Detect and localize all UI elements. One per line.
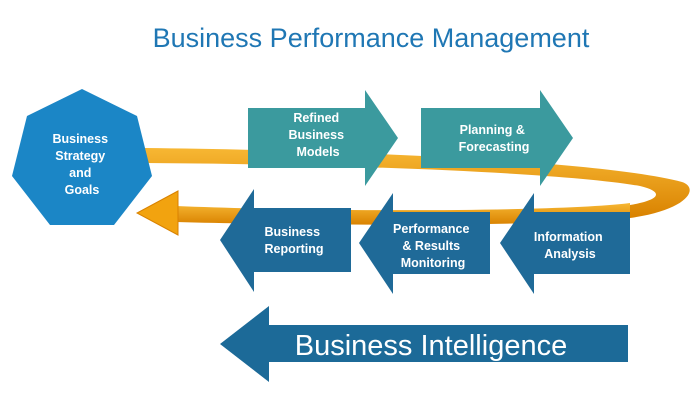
node-business-strategy: Business Strategy and Goals <box>12 89 152 225</box>
strategy-line: Business <box>52 132 108 146</box>
planning-line: Forecasting <box>459 140 530 154</box>
refined-line: Models <box>296 145 339 159</box>
strategy-line: Goals <box>65 183 100 197</box>
svg-text:Business Reporting: Business Reporting <box>264 225 323 256</box>
information-arrow <box>500 193 630 294</box>
planning-line: Planning & <box>460 123 525 137</box>
diagram-title: Business Performance Management <box>153 23 590 53</box>
svg-text:Business Strategy: Business Strategy and Goals <box>52 132 111 197</box>
strategy-line: and <box>69 166 91 180</box>
strategy-heptagon <box>12 89 152 225</box>
bi-label: Business Intelligence <box>295 330 567 362</box>
node-information-analysis: Information Analysis <box>500 193 630 294</box>
reporting-line: Reporting <box>264 242 323 256</box>
information-line: Analysis <box>544 247 595 261</box>
node-business-reporting: Business Reporting <box>220 189 351 292</box>
bi-arrow <box>220 306 628 382</box>
refined-line: Refined <box>293 111 339 125</box>
business-intelligence-banner: Business Intelligence <box>220 306 628 382</box>
cycle-loop-arrowhead <box>135 190 179 236</box>
svg-text:Information Analysis: Information Analysis <box>534 230 606 261</box>
information-line: Information <box>534 230 603 244</box>
node-planning-forecasting: Planning & Forecasting <box>421 90 573 186</box>
performance-line: Performance <box>393 222 469 236</box>
svg-text:Refined Business M: Refined Business Models <box>288 111 347 159</box>
performance-arrow <box>359 193 490 294</box>
strategy-line: Strategy <box>55 149 105 163</box>
node-performance-monitoring: Performance & Results Monitoring <box>359 193 490 294</box>
reporting-line: Business <box>264 225 320 239</box>
performance-line: & Results <box>402 239 460 253</box>
svg-text:Performance & Results: Performance & Results Monitoring <box>393 222 473 270</box>
planning-arrow <box>421 90 573 186</box>
svg-text:Planning & Forecasting: Planning & Forecasting <box>459 123 530 154</box>
performance-line: Monitoring <box>401 256 466 270</box>
reporting-arrow <box>220 189 351 292</box>
refined-line: Business <box>288 128 344 142</box>
node-refined-business-models: Refined Business Models <box>248 90 398 186</box>
refined-arrow <box>248 90 398 186</box>
